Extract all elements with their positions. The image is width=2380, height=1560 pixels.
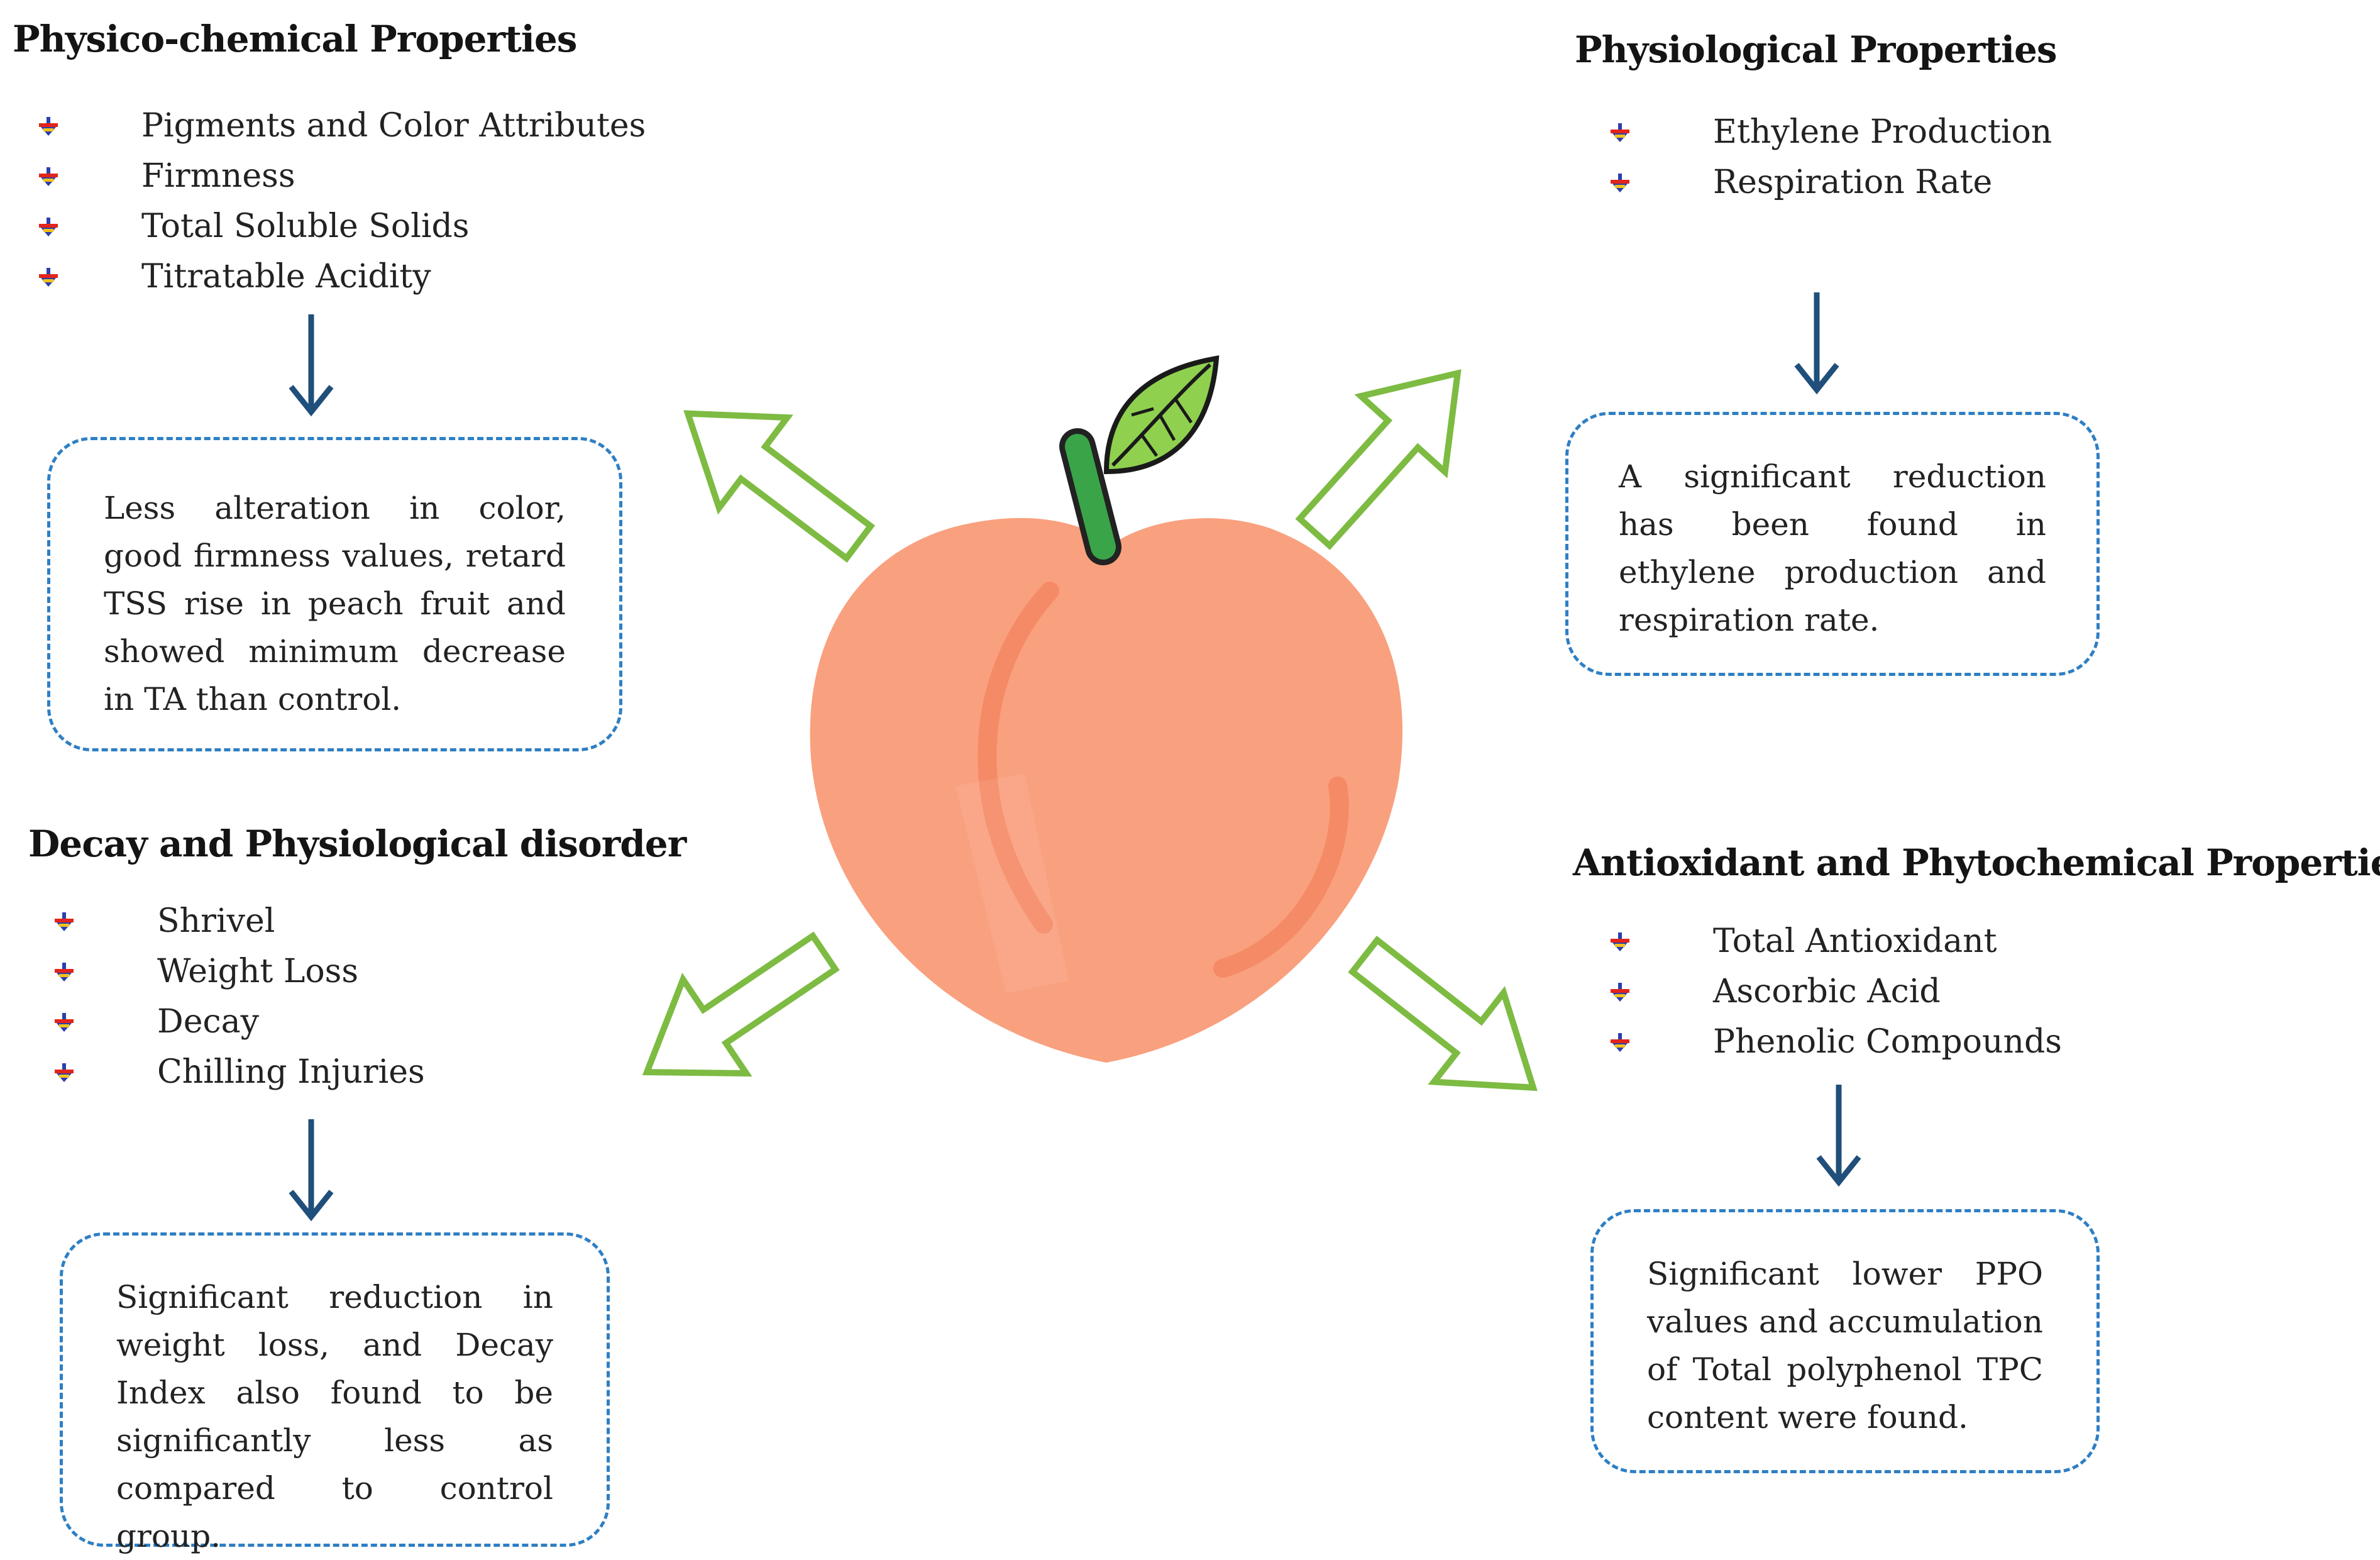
down-arrow-icon xyxy=(289,314,334,417)
bullet-arrow-icon xyxy=(39,268,58,287)
list-item: Chilling Injuries xyxy=(53,1047,425,1097)
physico-chemical-list: Pigments and Color Attributes Firmness T… xyxy=(38,101,646,302)
list-item-label: Shrivel xyxy=(157,902,275,940)
bullet-arrow-icon xyxy=(55,963,74,982)
list-item: Pigments and Color Attributes xyxy=(38,101,646,151)
outline-arrow-icon xyxy=(642,369,1538,1092)
list-item-label: Chilling Injuries xyxy=(157,1053,425,1091)
antioxidant-list: Total Antioxidant Ascorbic Acid Phenolic… xyxy=(1609,916,2062,1067)
list-item: Total Soluble Solids xyxy=(38,201,646,252)
antioxidant-summary-box: Significant lower PPO values and accumul… xyxy=(1590,1209,2100,1473)
bullet-arrow-icon xyxy=(1611,174,1629,192)
list-item: Shrivel xyxy=(53,896,425,946)
list-item: Ethylene Production xyxy=(1609,107,2052,157)
bullet-arrow-icon xyxy=(39,117,58,136)
decay-list: Shrivel Weight Loss Decay Chilling Injur… xyxy=(53,896,425,1097)
physiological-summary-box: A significant reduction has been found i… xyxy=(1565,412,2100,676)
peach-icon xyxy=(810,517,1402,1063)
decay-title: Decay and Physiological disorder xyxy=(28,822,686,865)
bullet-arrow-icon xyxy=(39,167,58,186)
antioxidant-title: Antioxidant and Phytochemical Properties xyxy=(1573,841,2380,884)
list-item: Respiration Rate xyxy=(1609,157,2052,207)
physiological-title: Physiological Properties xyxy=(1575,28,2058,71)
physiological-list: Ethylene Production Respiration Rate xyxy=(1609,107,2052,207)
list-item-label: Ascorbic Acid xyxy=(1713,973,1941,1010)
list-item-label: Respiration Rate xyxy=(1713,163,1993,201)
list-item-label: Total Antioxidant xyxy=(1713,922,1997,960)
list-item: Weight Loss xyxy=(53,946,425,997)
list-item-label: Titratable Acidity xyxy=(141,258,431,296)
list-item-label: Total Soluble Solids xyxy=(141,207,470,245)
stem-icon xyxy=(1059,428,1121,565)
bullet-arrow-icon xyxy=(55,1063,74,1082)
bullet-arrow-icon xyxy=(1611,1033,1629,1052)
list-item-label: Phenolic Compounds xyxy=(1713,1023,2062,1061)
physico-chemical-summary-box: Less alteration in color, good firmness … xyxy=(47,437,622,751)
list-item-label: Decay xyxy=(157,1003,259,1041)
bullet-arrow-icon xyxy=(1611,983,1629,1002)
leaf-icon xyxy=(1103,355,1220,475)
bullet-arrow-icon xyxy=(55,912,74,931)
list-item-label: Weight Loss xyxy=(157,953,359,990)
list-item: Ascorbic Acid xyxy=(1609,966,2062,1017)
bullet-arrow-icon xyxy=(39,218,58,236)
list-item: Phenolic Compounds xyxy=(1609,1017,2062,1067)
list-item: Total Antioxidant xyxy=(1609,916,2062,966)
decay-summary-box: Significant reduction in weight loss, an… xyxy=(60,1232,610,1554)
down-arrow-icon xyxy=(1816,1085,1861,1187)
bullet-arrow-icon xyxy=(1611,123,1629,142)
down-arrow-icon xyxy=(289,1119,334,1222)
bullet-arrow-icon xyxy=(1611,932,1629,951)
bullet-arrow-icon xyxy=(55,1013,74,1032)
list-item-label: Ethylene Production xyxy=(1713,113,2052,151)
list-item: Decay xyxy=(53,997,425,1047)
list-item: Firmness xyxy=(38,151,646,201)
down-arrow-icon xyxy=(1794,292,1839,395)
list-item: Titratable Acidity xyxy=(38,252,646,302)
list-item-label: Pigments and Color Attributes xyxy=(141,107,646,145)
list-item-label: Firmness xyxy=(141,157,295,195)
physico-chemical-title: Physico-chemical Properties xyxy=(13,18,577,60)
